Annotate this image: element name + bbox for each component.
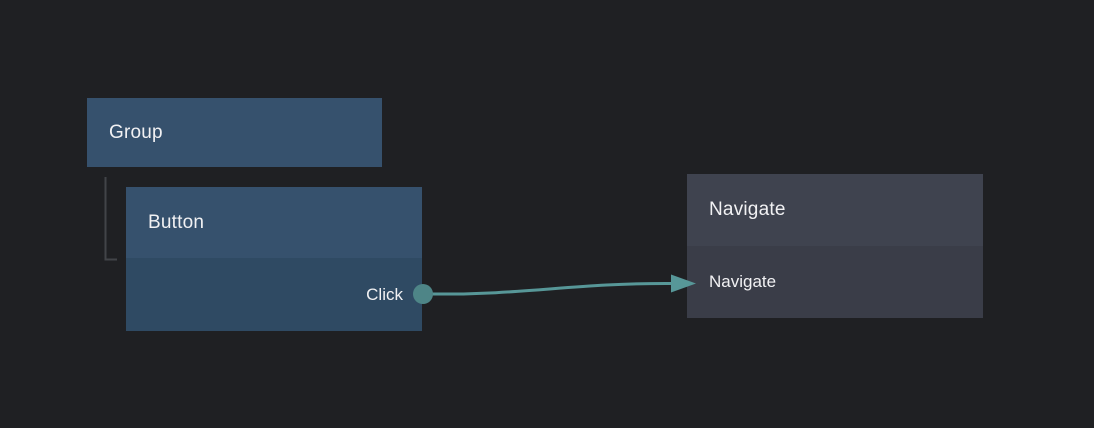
output-port-click-label: Click	[366, 284, 403, 304]
output-port-click-dot[interactable]	[413, 284, 433, 304]
node-group-title: Group	[109, 121, 163, 143]
node-group[interactable]: Group	[87, 98, 382, 167]
group-child-connector-line	[104, 177, 117, 261]
node-navigate-title: Navigate	[687, 174, 983, 246]
node-button[interactable]: Button Click	[126, 187, 422, 331]
node-navigate[interactable]: Navigate Navigate	[687, 174, 983, 318]
node-button-output-row: Click	[126, 258, 422, 331]
node-navigate-input-row: Navigate	[687, 246, 983, 318]
edge-click-to-navigate[interactable]	[431, 281, 673, 296]
node-button-title: Button	[126, 187, 422, 258]
input-port-navigate-label: Navigate	[709, 272, 777, 291]
